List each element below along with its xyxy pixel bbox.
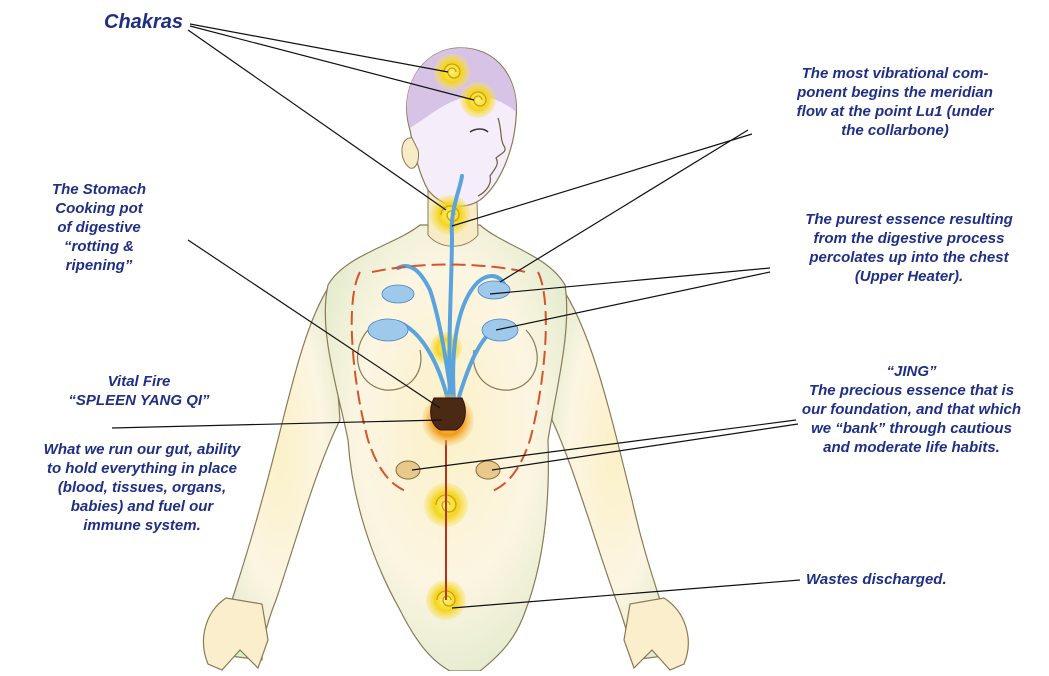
wastes-label: Wastes discharged.: [806, 570, 947, 589]
jing-label: “JING” The precious essence that is our …: [774, 362, 1049, 457]
gut-label: What we run our gut, ability to hold eve…: [6, 440, 278, 535]
right-kidney-essence: [476, 461, 500, 479]
leader-chakras-crown: [190, 24, 448, 72]
vibrational-label: The most vibrational com- ponent begins …: [770, 64, 1020, 140]
cooking-pot-icon: [431, 398, 466, 430]
purest-essence-label: The purest essence resulting from the di…: [774, 210, 1044, 286]
crown-chakra: [434, 54, 470, 90]
leader-vibrational-1: [500, 130, 748, 282]
left-hand: [204, 598, 268, 670]
right-hand: [624, 598, 688, 670]
chakras-label: Chakras: [104, 10, 183, 34]
third-eye-chakra: [460, 82, 496, 118]
vital-fire-label: Vital Fire “SPLEEN YANG QI”: [34, 372, 244, 410]
stomach-label: The Stomach Cooking pot of digestive “ro…: [24, 180, 174, 275]
